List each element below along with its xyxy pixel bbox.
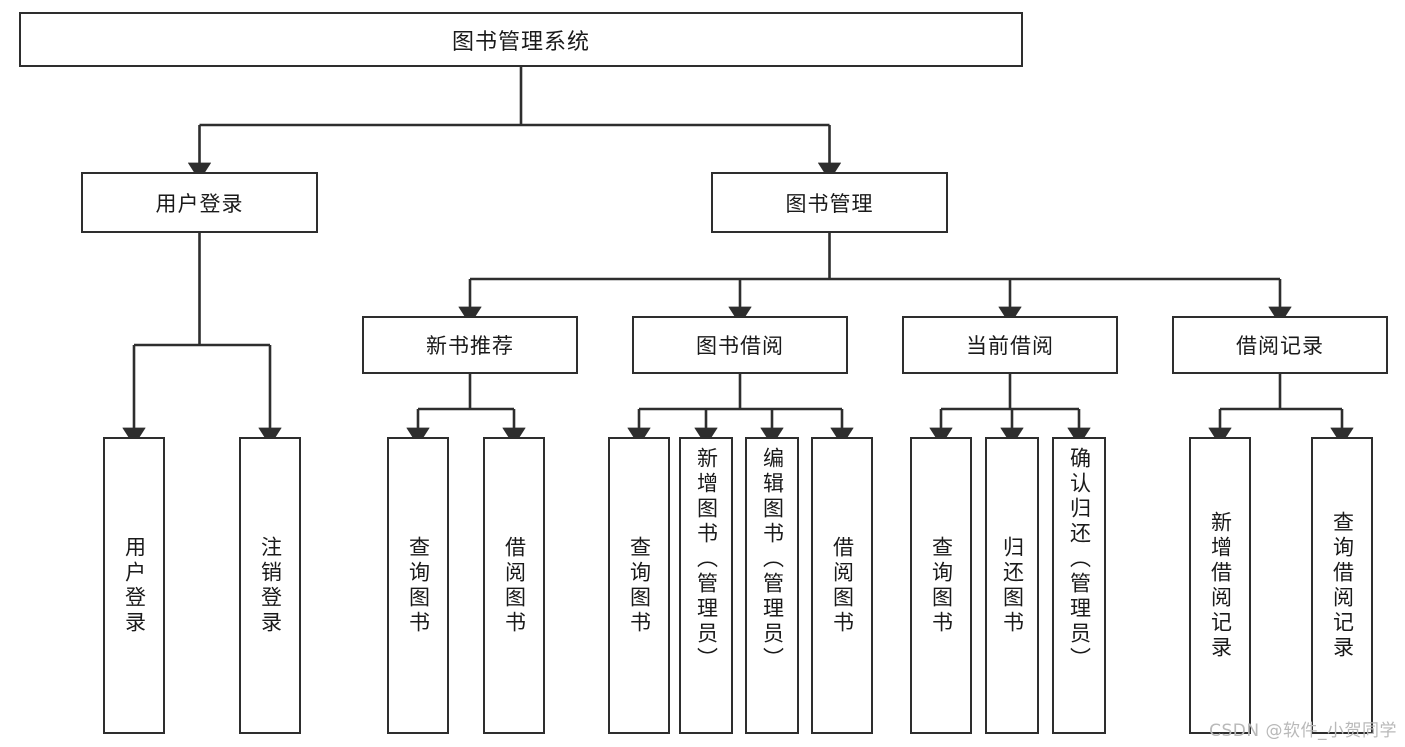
node-borrow-record[interactable]: 借阅记录 bbox=[1172, 316, 1388, 374]
node-book-borrow[interactable]: 图书借阅 bbox=[632, 316, 848, 374]
leaf-query-book-1-label: 查询图书 bbox=[406, 535, 431, 636]
leaf-borrow-book-1-label: 借阅图书 bbox=[502, 535, 527, 636]
node-new-book-recommend[interactable]: 新书推荐 bbox=[362, 316, 578, 374]
leaf-borrow-book-1[interactable]: 借阅图书 bbox=[483, 437, 545, 734]
node-borrow-record-label: 借阅记录 bbox=[1236, 334, 1324, 358]
leaf-borrow-book-2[interactable]: 借阅图书 bbox=[811, 437, 873, 734]
leaf-query-book-2-label: 查询图书 bbox=[627, 535, 652, 636]
node-new-book-recommend-label: 新书推荐 bbox=[426, 334, 514, 358]
node-current-borrow[interactable]: 当前借阅 bbox=[902, 316, 1118, 374]
leaf-user-login-label: 用户登录 bbox=[122, 535, 147, 636]
leaf-query-book-2[interactable]: 查询图书 bbox=[608, 437, 670, 734]
leaf-user-login[interactable]: 用户登录 bbox=[103, 437, 165, 734]
leaf-query-borrow-record[interactable]: 查询借阅记录 bbox=[1311, 437, 1373, 734]
leaf-query-book-3-label: 查询图书 bbox=[929, 535, 954, 636]
node-book-manage[interactable]: 图书管理 bbox=[711, 172, 948, 233]
leaf-query-book-3[interactable]: 查询图书 bbox=[910, 437, 972, 734]
leaf-user-logout-label: 注销登录 bbox=[258, 535, 283, 636]
leaf-add-book-admin[interactable]: 新增图书（管理员） bbox=[679, 437, 733, 734]
leaf-return-book-label: 归还图书 bbox=[1000, 535, 1025, 636]
leaf-add-book-admin-label: 新增图书（管理员） bbox=[694, 447, 719, 672]
node-current-borrow-label: 当前借阅 bbox=[966, 334, 1054, 358]
leaf-add-borrow-record[interactable]: 新增借阅记录 bbox=[1189, 437, 1251, 734]
leaf-confirm-return-admin[interactable]: 确认归还（管理员） bbox=[1052, 437, 1106, 734]
csdn-watermark: CSDN @软件_小贺同学 bbox=[1209, 721, 1397, 741]
node-root[interactable]: 图书管理系统 bbox=[19, 12, 1023, 67]
leaf-user-logout[interactable]: 注销登录 bbox=[239, 437, 301, 734]
leaf-query-borrow-record-label: 查询借阅记录 bbox=[1330, 510, 1355, 661]
node-book-borrow-label: 图书借阅 bbox=[696, 334, 784, 358]
node-user-login[interactable]: 用户登录 bbox=[81, 172, 318, 233]
leaf-return-book[interactable]: 归还图书 bbox=[985, 437, 1039, 734]
leaf-confirm-return-admin-label: 确认归还（管理员） bbox=[1067, 447, 1092, 672]
leaf-edit-book-admin[interactable]: 编辑图书（管理员） bbox=[745, 437, 799, 734]
leaf-borrow-book-2-label: 借阅图书 bbox=[830, 535, 855, 636]
leaf-add-borrow-record-label: 新增借阅记录 bbox=[1208, 510, 1233, 661]
leaf-edit-book-admin-label: 编辑图书（管理员） bbox=[760, 447, 785, 672]
leaf-query-book-1[interactable]: 查询图书 bbox=[387, 437, 449, 734]
node-book-manage-label: 图书管理 bbox=[785, 191, 874, 216]
node-user-login-label: 用户登录 bbox=[155, 191, 244, 216]
node-root-label: 图书管理系统 bbox=[451, 29, 590, 55]
